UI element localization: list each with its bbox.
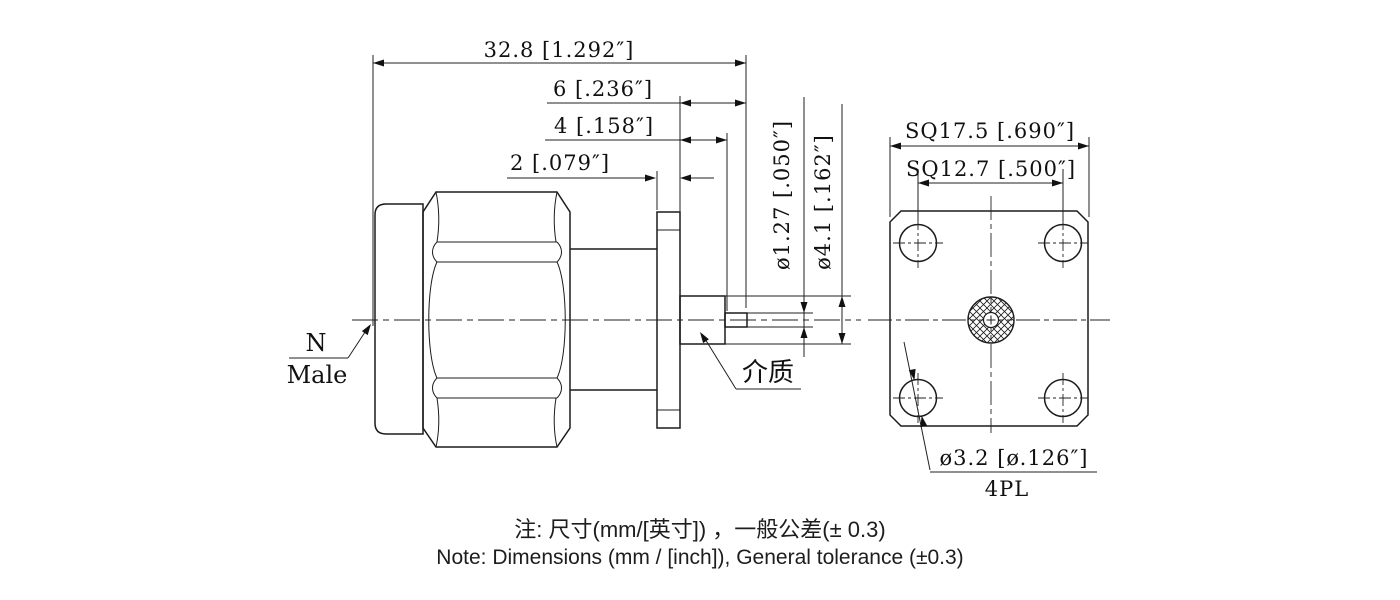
dimension-dielectric-length: 4 [.158″] (545, 114, 728, 311)
hex-nut-outline (422, 191, 571, 448)
hex-facet-lines (428, 191, 566, 448)
connector-type-callout: N Male (287, 324, 371, 389)
hole-crosshairs (893, 218, 1088, 423)
note-chinese: 注: 尺寸(mm/[英寸]) ，一般公差(± 0.3) (514, 517, 886, 542)
connector-type-line2: Male (287, 361, 348, 389)
dim-6-text: 6 [.236″] (553, 77, 653, 101)
dielectric-front (967, 296, 1015, 344)
dim-hole-diameter-text: ø3.2 [ø.126″] (940, 446, 1089, 470)
note-english: Note: Dimensions (mm / [inch]), General … (436, 546, 964, 569)
connector-body-outline (352, 191, 861, 448)
front-view: SQ17.5 [.690″] SQ12.7 [.500″] ø3.2 [ø.12… (868, 119, 1110, 501)
mounting-holes (893, 218, 1088, 423)
dielectric-callout: 介质 (700, 332, 801, 390)
dimension-flange-thickness: 2 [.079″] (507, 151, 714, 210)
side-view: 32.8 [1.292″] 6 [.236″] 4 [.158″] 2 [.07… (287, 38, 861, 448)
dielectric-label-text: 介质 (742, 358, 794, 388)
dimension-flange-square: SQ17.5 [.690″] (889, 119, 1090, 217)
coupling-front-cap (374, 203, 424, 435)
hole-count-text: 4PL (985, 477, 1029, 501)
dimension-pin-diameter: ø1.27 [.050″] (747, 97, 813, 357)
connector-type-line1: N (306, 329, 327, 357)
dim-sq-outer-text: SQ17.5 [.690″] (905, 119, 1075, 143)
dim-4-text: 4 [.158″] (554, 114, 654, 138)
dimension-hole-spacing: SQ12.7 [.500″] (906, 157, 1076, 221)
dimension-dielectric-to-tip: 6 [.236″] (547, 77, 746, 212)
dim-sq-holes-text: SQ12.7 [.500″] (906, 157, 1076, 181)
dim-dielectric-diameter-text: ø4.1 [.162″] (811, 134, 835, 270)
dim-pin-diameter-text: ø1.27 [.050″] (770, 120, 794, 270)
rear-barrel (570, 248, 657, 391)
dimension-hole-diameter: ø3.2 [ø.126″] 4PL (903, 341, 1097, 501)
dim-2-text: 2 [.079″] (510, 151, 610, 175)
drawing-notes: 注: 尺寸(mm/[英寸]) ，一般公差(± 0.3) Note: Dimens… (0, 516, 1400, 571)
dim-overall-length-text: 32.8 [1.292″] (484, 38, 635, 62)
pin-center-cross (986, 315, 996, 325)
flange-plate (889, 210, 1089, 427)
dimension-overall-length: 32.8 [1.292″] (372, 38, 747, 326)
dimension-dielectric-diameter: ø4.1 [.162″] (725, 104, 851, 345)
